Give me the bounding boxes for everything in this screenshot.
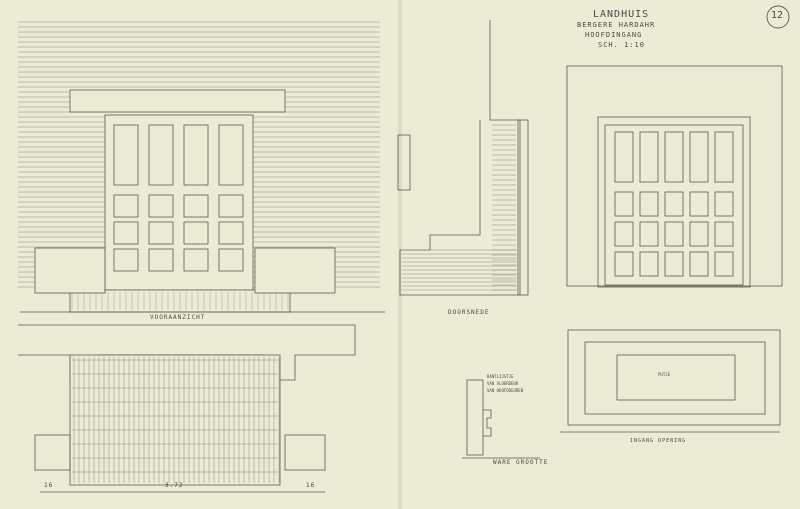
interior-lower-panel [714, 221, 734, 247]
door-lower-panel [183, 248, 209, 272]
paving-hatching [72, 357, 280, 483]
interior-elevation [566, 65, 783, 288]
detail-note-2: VAN VLOERDEUR [487, 381, 519, 386]
interior-lower-panel [664, 191, 684, 217]
door-lower-panel [148, 248, 174, 272]
interior-lower-panel [689, 191, 709, 217]
opening-plan-label: INGANG OPENING [630, 438, 687, 444]
door-lower-panel [218, 221, 244, 245]
section-hatching [402, 124, 518, 291]
plan-left-block [34, 434, 71, 471]
opening-mid [584, 341, 766, 415]
interior-lower-panel [614, 251, 634, 277]
moulding-detail [462, 379, 540, 459]
section-left-jamb [397, 134, 411, 191]
sheet-number-circle [766, 5, 790, 29]
front-elevation-label: VOORAANZICHT [150, 314, 206, 321]
lintel [69, 89, 286, 113]
interior-door-frame [597, 116, 751, 288]
detail-title: WARE GROOTTE [493, 459, 549, 466]
door-lower-panel [148, 194, 174, 218]
pit-label: PUTJE [658, 372, 671, 377]
interior-upper-panel [689, 131, 709, 183]
detail-section [466, 379, 484, 456]
plan-view [18, 324, 356, 493]
interior-lower-panel [664, 251, 684, 277]
interior-lower-panel [639, 191, 659, 217]
interior-lower-panel [639, 221, 659, 247]
opening-plan [560, 329, 781, 433]
detail-profile [483, 409, 492, 437]
interior-lower-panel [689, 251, 709, 277]
door-lower-panel [113, 221, 139, 245]
door-lower-panel [113, 248, 139, 272]
left-bench-block [34, 247, 106, 294]
title-line-2: BERGERE HARDAHR [577, 21, 656, 29]
interior-lower-panel [714, 251, 734, 277]
door-lower-panel [183, 194, 209, 218]
detail-note-1: KANTLIJSTJE [487, 374, 514, 379]
front-elevation [18, 21, 385, 313]
step-hatching [71, 292, 289, 310]
door-upper-panel [183, 124, 209, 186]
opening-inner [616, 354, 736, 401]
interior-upper-panel [614, 131, 634, 183]
plan-dimension-total: 3.72 [165, 482, 184, 489]
title-line-1: LANDHUIS [593, 9, 650, 20]
right-bench-block [254, 247, 336, 294]
door-upper-panel [218, 124, 244, 186]
interior-upper-panel [664, 131, 684, 183]
interior-lower-panel [614, 191, 634, 217]
interior-door [604, 124, 744, 286]
plan-dimension-left: 16 [44, 482, 54, 489]
title-scale: SCH. 1:10 [598, 41, 645, 49]
interior-outer-frame [566, 65, 783, 287]
detail-note-3: VAN HOOFDDEUREN [487, 388, 524, 393]
door-lower-panel [218, 248, 244, 272]
door-panels [113, 124, 244, 272]
door-lower-panel [113, 194, 139, 218]
sheet-number: 12 [771, 10, 784, 21]
section-door-leaf [517, 119, 529, 296]
plan-paving [69, 354, 281, 486]
door-lower-panel [218, 194, 244, 218]
interior-lower-panel [714, 191, 734, 217]
door-lower-panel [148, 221, 174, 245]
interior-upper-panel [639, 131, 659, 183]
opening-outer [567, 329, 781, 426]
section-view [397, 20, 529, 296]
interior-lower-panel [614, 221, 634, 247]
section-outline [399, 20, 521, 296]
door-upper-panel [148, 124, 174, 186]
door-lower-panel [183, 221, 209, 245]
title-line-3: HOOFDINGANG [585, 31, 643, 39]
interior-lower-panel [689, 221, 709, 247]
interior-door-panels [614, 131, 734, 277]
plan-dimension-right: 16 [306, 482, 316, 489]
door-frame [104, 114, 254, 291]
door-upper-panel [113, 124, 139, 186]
plan-right-block [284, 434, 326, 471]
interior-upper-panel [714, 131, 734, 183]
section-label: DOORSNEDE [448, 309, 490, 316]
interior-lower-panel [664, 221, 684, 247]
interior-lower-panel [639, 251, 659, 277]
